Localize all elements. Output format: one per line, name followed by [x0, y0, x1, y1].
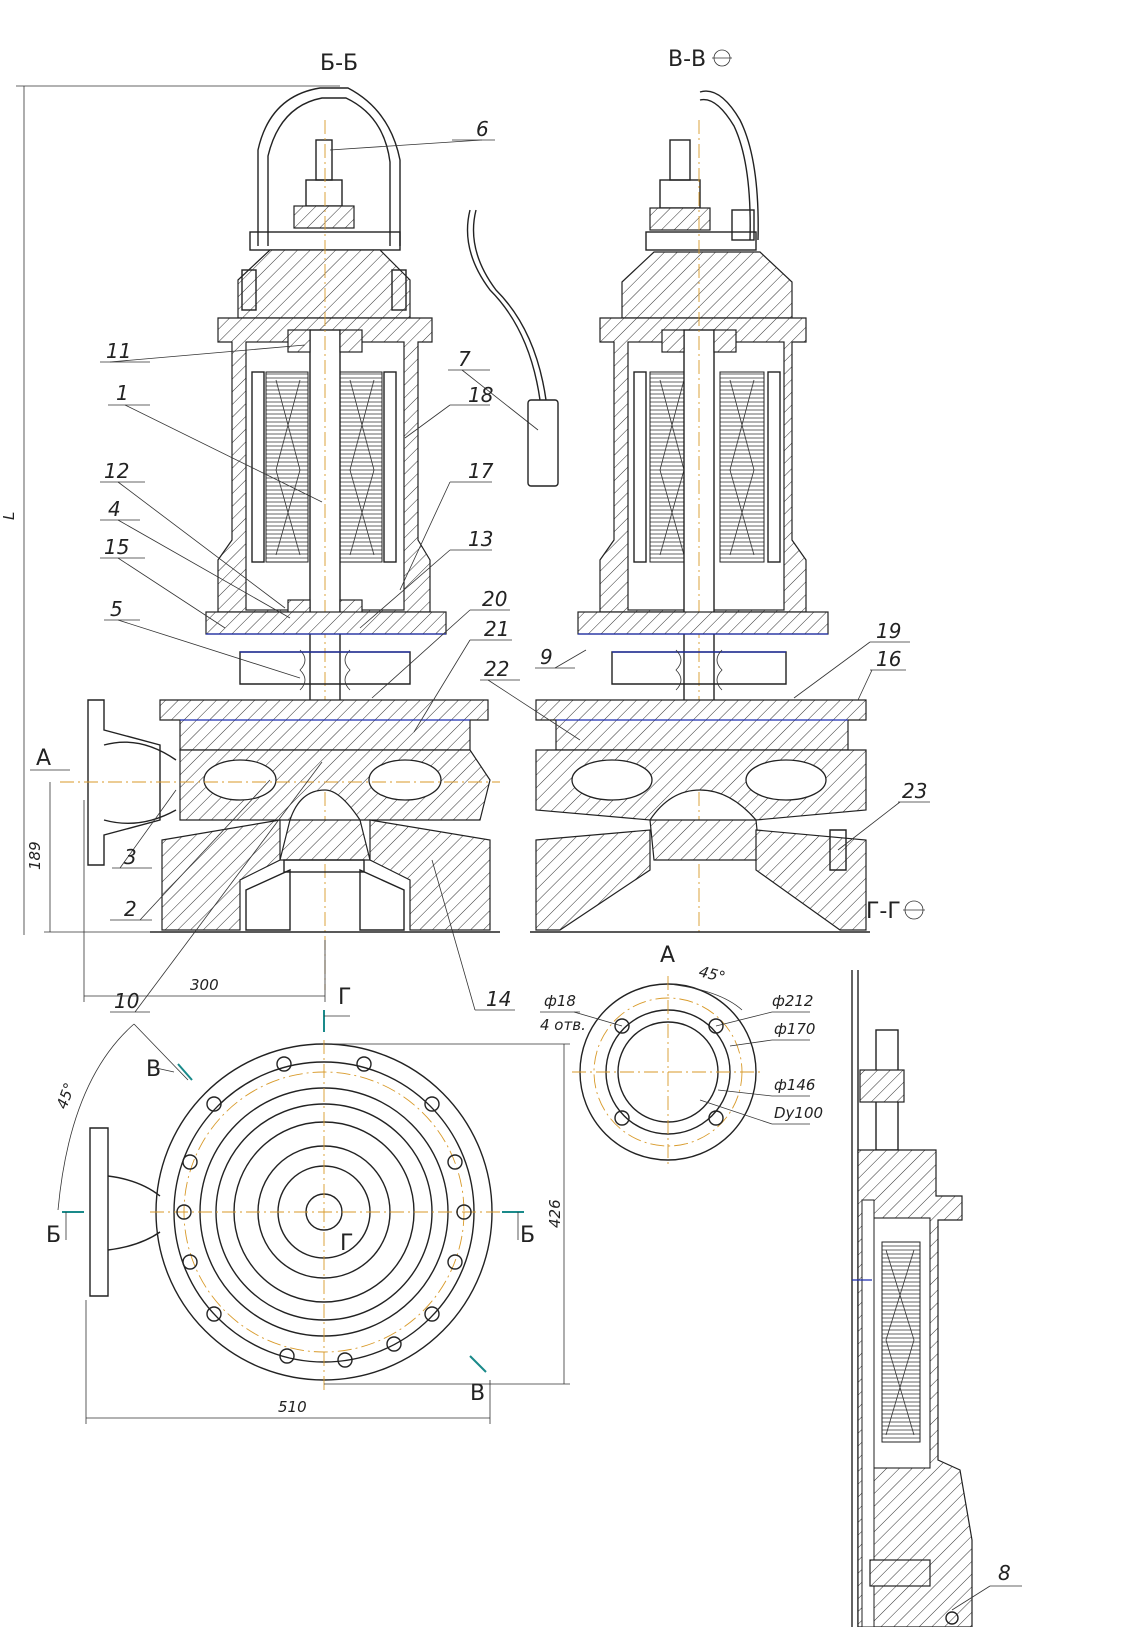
- part-label-16: 16: [876, 647, 901, 671]
- part-label-4: 4: [108, 497, 121, 521]
- part-label-3: 3: [124, 845, 137, 869]
- part-label-10: 10: [114, 989, 139, 1013]
- part-label-13: 13: [468, 527, 493, 551]
- cut-mark-a-left: А: [36, 746, 51, 771]
- cut-mark-v-top: В: [146, 1057, 161, 1082]
- part-label-5: 5: [110, 597, 123, 621]
- dim-axis-offset: 300: [190, 976, 219, 994]
- part-leaders-left: [100, 139, 539, 1013]
- dim-axis-height: 189: [26, 841, 44, 870]
- cut-mark-v-bottom: В: [470, 1381, 485, 1406]
- float-switch: [466, 209, 559, 487]
- dim-angle-flange: 45°: [697, 962, 727, 986]
- cut-mark-g-center: Г: [340, 1231, 353, 1256]
- part-label-23: 23: [902, 779, 927, 803]
- section-vv-view: В-В: [480, 47, 930, 935]
- part-label-14: 14: [486, 987, 511, 1011]
- dim-d146: ф146: [774, 1076, 815, 1094]
- section-gg-title: Г-Г: [866, 899, 901, 924]
- part-label-15: 15: [104, 535, 129, 559]
- view-a-title: А: [660, 943, 675, 968]
- part-label-22: 22: [484, 657, 509, 681]
- dim-d212: ф212: [772, 992, 813, 1010]
- part-label-9: 9: [540, 645, 553, 669]
- cut-mark-g-top: Г: [338, 985, 351, 1010]
- section-gg-view: 8: [851, 970, 1022, 1627]
- part-label-7: 7: [458, 347, 471, 371]
- plan-view: Г: [46, 985, 570, 1424]
- cut-mark-b-left: Б: [46, 1223, 61, 1248]
- section-vv-title: В-В: [668, 47, 706, 72]
- dim-dn: Dy100: [774, 1104, 823, 1122]
- part-label-12: 12: [104, 459, 129, 483]
- section-bb-title: Б-Б: [320, 51, 358, 76]
- dim-plan-height: 426: [546, 1199, 564, 1228]
- section-bb-view: Б-Б L: [0, 51, 539, 1013]
- part-label-21: 21: [484, 617, 509, 641]
- part-leaders-right: [480, 641, 930, 851]
- part-label-20: 20: [482, 587, 507, 611]
- cut-mark-b-right: Б: [520, 1223, 535, 1248]
- part-label-2: 2: [124, 897, 137, 921]
- dim-hole-count: 4 отв.: [540, 1016, 586, 1034]
- dim-plan-width: 510: [278, 1398, 307, 1416]
- part-label-11: 11: [106, 339, 131, 363]
- flange-view-a: А 45° ф18 4 отв. ф212 ф170 ф146 Dy100: [540, 943, 823, 1168]
- part-label-8: 8: [998, 1561, 1011, 1585]
- dim-hole-dia: ф18: [544, 992, 576, 1010]
- dim-overall-height: L: [0, 512, 18, 520]
- part-label-6: 6: [476, 117, 489, 141]
- dim-d170: ф170: [774, 1020, 815, 1038]
- part-label-18: 18: [468, 383, 493, 407]
- bolt-holes: [176, 1056, 472, 1368]
- part-label-17: 17: [468, 459, 494, 483]
- part-label-1: 1: [116, 381, 129, 405]
- dim-angle-plan: 45°: [53, 1080, 79, 1111]
- part-label-19: 19: [876, 619, 901, 643]
